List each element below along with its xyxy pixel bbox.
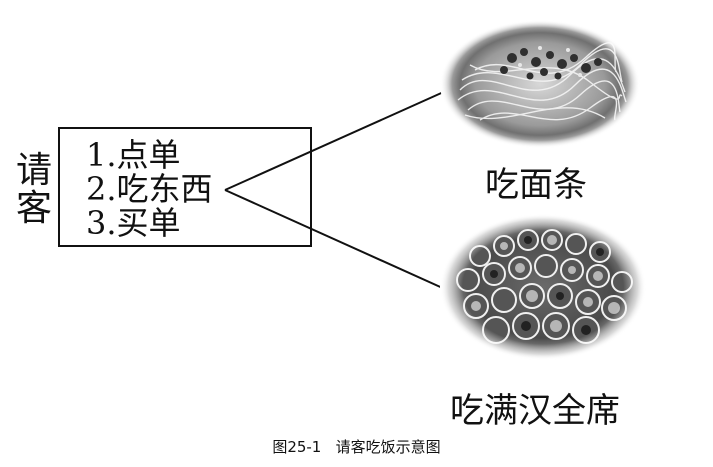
figure-caption: 图25-1 请客吃饭示意图 [272,438,441,456]
banquet-photo [440,214,646,360]
step-pay: 3.买单 [86,204,181,242]
steps-box: 1.点单 2.吃东西 3.买单 [58,127,312,247]
side-label: 请 客 [14,152,54,228]
step-order: 1.点单 [86,136,181,174]
side-label-char: 请 [15,150,52,191]
step-eat: 2.吃东西 [86,170,213,208]
connector-to-noodles [224,89,449,191]
caption-banquet: 吃满汉全席 [450,391,620,431]
connector-to-banquet [224,189,448,291]
noodles-photo [440,20,640,148]
caption-noodles: 吃面条 [485,165,587,205]
side-label-char: 客 [15,188,52,229]
